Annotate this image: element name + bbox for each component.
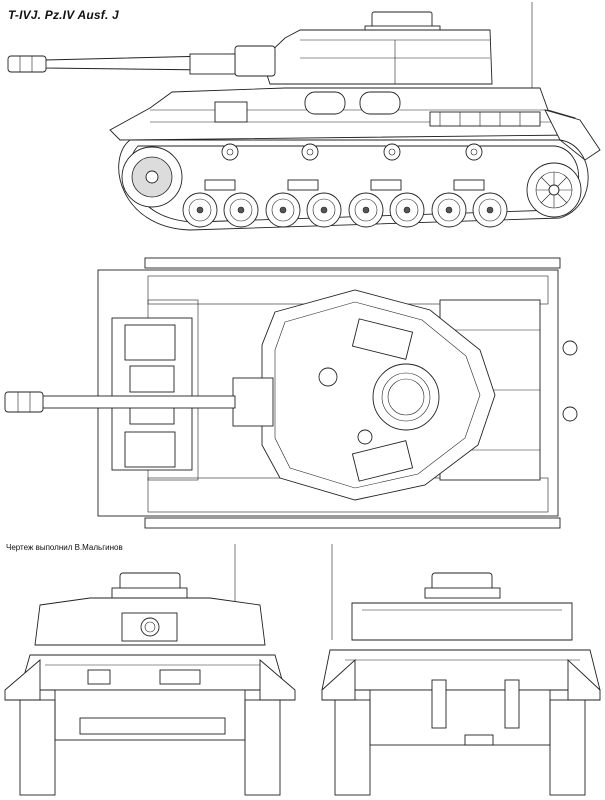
rear-hull-upper <box>321 649 601 691</box>
side-road-wheels <box>182 192 508 228</box>
rear-track-right <box>549 699 586 796</box>
drawing-title: T-IVJ. Pz.IV Ausf. J <box>8 8 119 22</box>
front-track-left <box>19 699 56 796</box>
rear-turret <box>351 602 573 641</box>
side-turret <box>234 11 493 85</box>
top-track-lower <box>144 517 561 529</box>
rear-track-left <box>334 699 371 796</box>
top-hatch-1 <box>351 318 414 360</box>
top-gun-barrel <box>39 395 236 409</box>
front-hull-upper <box>19 654 286 691</box>
top-cupola <box>372 363 440 431</box>
top-mantlet <box>232 377 274 427</box>
top-view <box>4 257 578 529</box>
top-hatch-2 <box>351 440 414 482</box>
front-track-right <box>244 699 281 796</box>
side-gun <box>7 53 236 75</box>
rear-view <box>321 544 601 796</box>
front-spare-tracks <box>79 717 226 735</box>
drawing-credit: Чертеж выполнил В.Мальгинов <box>6 543 123 552</box>
top-track-upper <box>144 257 561 269</box>
side-hull <box>109 87 601 161</box>
side-bogies <box>204 179 485 191</box>
top-muzzle-brake <box>4 391 44 413</box>
side-return-rollers <box>221 143 483 161</box>
front-view <box>4 544 296 796</box>
side-view <box>7 2 601 231</box>
front-glacis <box>54 689 246 741</box>
rear-plate <box>369 689 551 746</box>
